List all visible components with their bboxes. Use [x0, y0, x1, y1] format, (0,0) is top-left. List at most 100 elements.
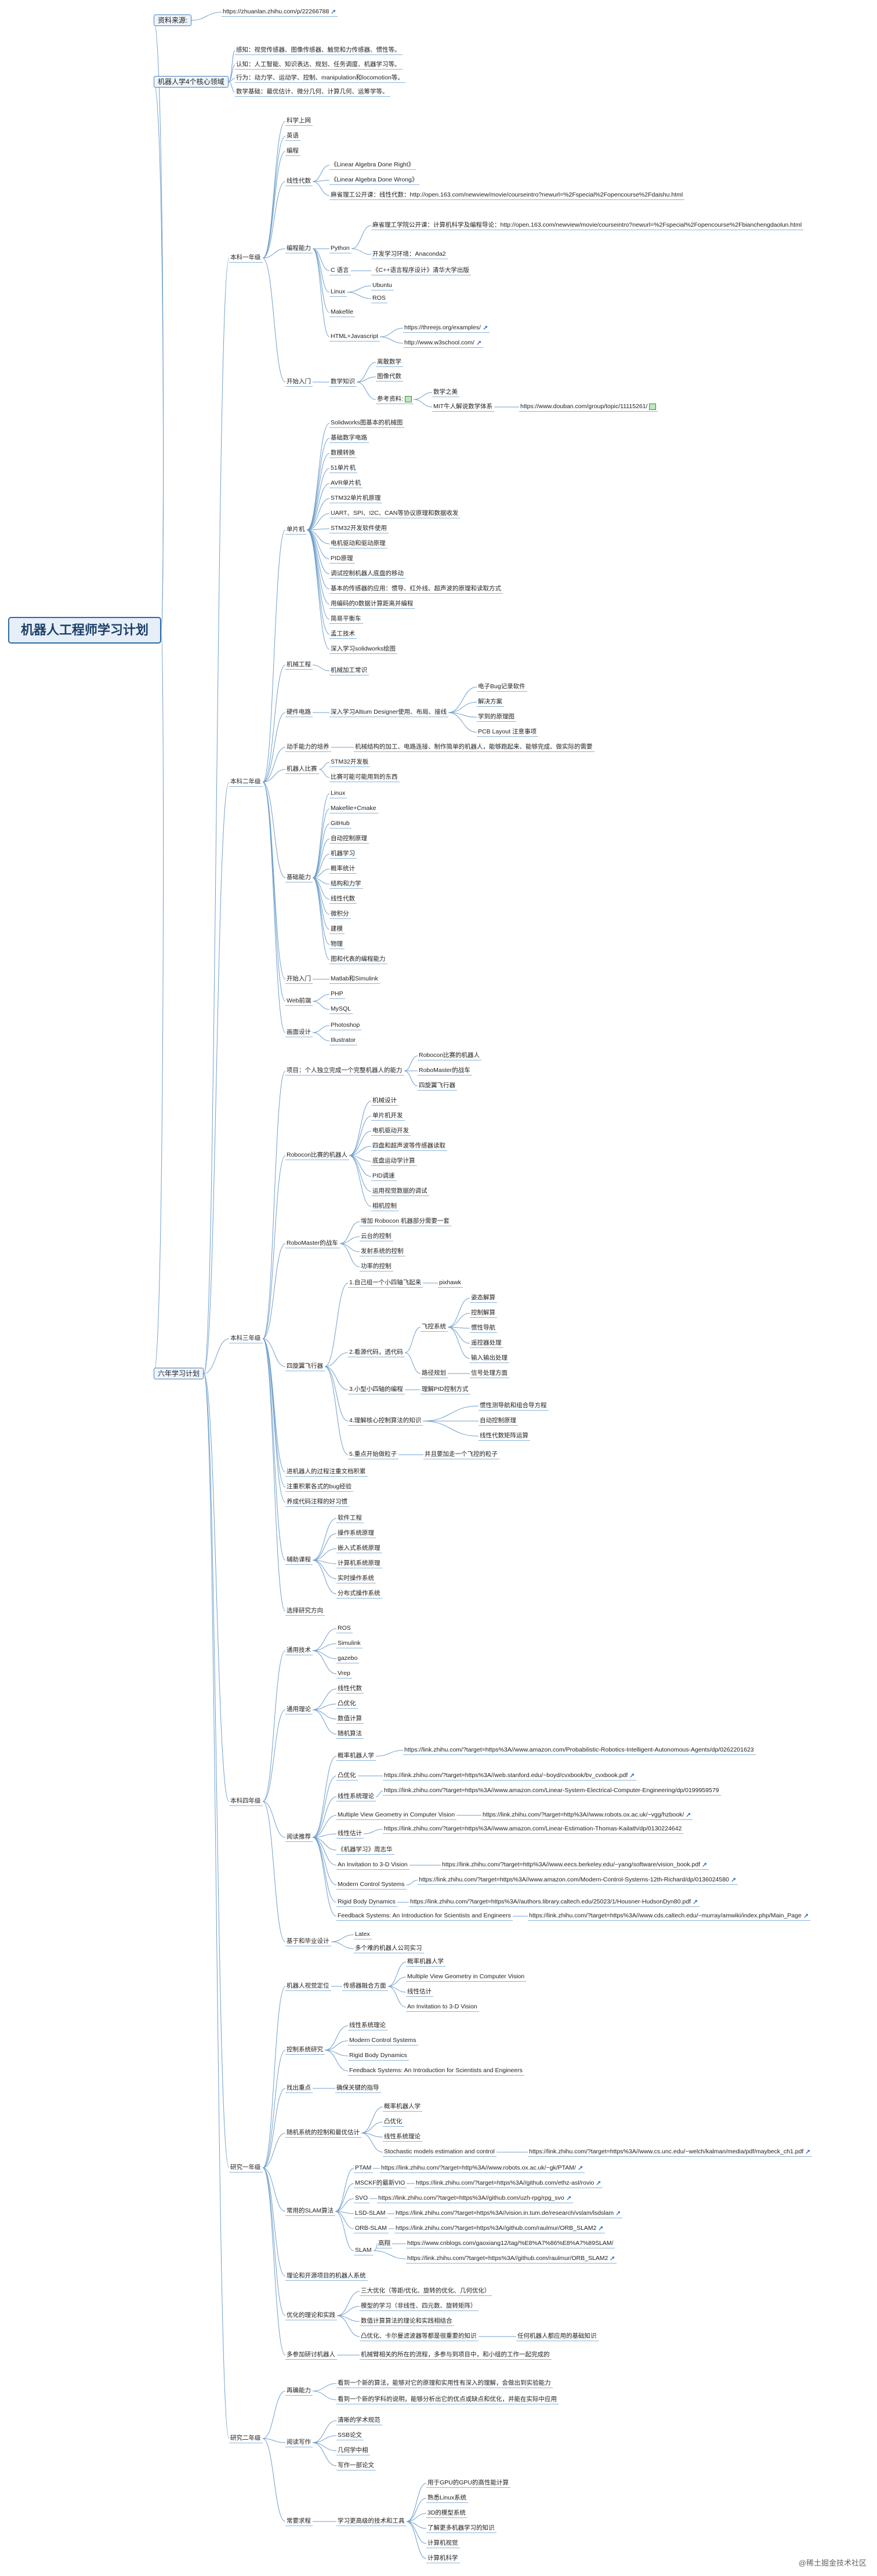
node-label: 画面设计 [287, 1029, 311, 1036]
edge-y2f-y2f1 [312, 793, 330, 878]
node-label: 遥控器处理 [471, 1339, 502, 1346]
node-y4c7a: https://link.zhihu.com/?target=http%3A//… [441, 1861, 709, 1870]
node-g2a1: 看到一个新的算法，能够对它的原理和实用性有深入的理解，会做出到实验能力 [336, 2379, 553, 2388]
node-g1: 研究一年级 [229, 2163, 263, 2172]
node-label: 编程能力 [287, 245, 311, 252]
node-y1e3: Linux [329, 288, 347, 297]
node-y2a3: 数模转换 [329, 449, 357, 458]
edge-n3-y1 [203, 257, 230, 1374]
edge-y2f-y2f2 [312, 808, 330, 878]
edge-g1e-g1e3 [335, 2198, 354, 2212]
link-icon[interactable] [331, 9, 336, 14]
link-icon[interactable] [702, 1862, 707, 1867]
node-y1f1c2: MIT牛人解说数学体系 [432, 402, 495, 412]
node-label: PCB Layout 注意事项 [478, 728, 537, 735]
node-label: 飞控系统 [422, 1323, 446, 1330]
node-y3d2b1: 信号处理方面 [470, 1369, 509, 1378]
node-label: RoboMaster的战车 [419, 1067, 470, 1074]
node-label: 项目：个人独立完成一个完整机器人的能力 [287, 1067, 403, 1074]
node-label: PTAM [355, 2164, 372, 2171]
node-y2f2: Makefile+Cmake [329, 804, 378, 813]
node-g1d4: Stochastic models estimation and control [383, 2148, 497, 2157]
node-y3b7: 运用视觉数据的调试 [371, 1187, 429, 1196]
node-y2h1: PHP [329, 990, 345, 999]
node-label: Illustrator [331, 1037, 356, 1044]
node-label: 通用技术 [287, 1647, 311, 1654]
node-y4d2: 多个难的机器人公司实习 [354, 1944, 424, 1953]
node-label: http://www.w3school.com/ [404, 339, 474, 346]
edge-y4b-y4b1 [312, 1688, 337, 1710]
edge-y4a-y4a3 [312, 1650, 337, 1659]
node-g1b: 控制系统研究 [285, 2045, 325, 2055]
edge-y2a-y2a13 [306, 529, 330, 605]
link-icon[interactable] [610, 2256, 615, 2261]
link-icon[interactable] [615, 2211, 621, 2216]
node-label: MSCKF的最新VIO [355, 2179, 405, 2186]
edge-g1g-g1g2 [336, 2306, 360, 2316]
node-label: 科学上网 [287, 117, 311, 124]
node-y2c: 硬件电路 [285, 708, 313, 717]
node-label: 概率机器人学 [407, 1958, 444, 1965]
link-icon[interactable] [629, 1773, 635, 1778]
node-label: 线性系统理论 [349, 2022, 386, 2029]
node-y4c10: Feedback Systems: An Introduction for Sc… [336, 1912, 513, 1921]
link-icon[interactable] [805, 2149, 810, 2154]
node-label: 麻省理工学院公开课：计算机科学及编程导论：http://open.163.com… [372, 221, 802, 228]
node-y1e2a: 《C++语言程序设计》清华大学出版 [371, 266, 471, 275]
edge-y1e3-y1e3b [346, 292, 372, 299]
node-y3a: 项目：个人独立完成一个完整机器人的能力 [285, 1066, 404, 1076]
edge-y3-y3d [262, 1338, 286, 1367]
node-y4c4a: https://link.zhihu.com/?target=http%3A//… [481, 1811, 693, 1820]
node-g2a2: 看到一个新的学科的说明，能够分析出它的优点或缺点和优化，并能在实际中应用 [336, 2395, 559, 2404]
link-icon[interactable] [598, 2226, 603, 2231]
edge-y4a-y4a4 [312, 1650, 337, 1674]
edge-g1a1-g1a1b [387, 1976, 407, 1987]
node-label: Stochastic models estimation and control [384, 2148, 495, 2155]
edge-y3c-y3c3 [339, 1243, 360, 1252]
edge-y3a-y3a3 [404, 1070, 418, 1087]
link-icon[interactable] [596, 2181, 601, 2186]
node-g1f: 理论和开源项目的机器人系统 [285, 2272, 368, 2281]
node-y4a: 通用技术 [285, 1646, 313, 1655]
node-label: 1.自己组一个小四轴飞起来 [349, 1279, 422, 1286]
link-icon[interactable] [476, 340, 481, 346]
node-label: https://link.zhihu.com/?target=http%3A//… [442, 1861, 701, 1868]
link-icon[interactable] [566, 2196, 571, 2201]
link-icon[interactable] [693, 1899, 698, 1905]
node-y1e1b: 开发学习环境：Anaconda2 [371, 250, 448, 259]
node-y1e4: Makefile [329, 308, 356, 317]
node-y3d2: 2.看源代码，透代码 [348, 1348, 405, 1357]
edge-y2-y2c [262, 712, 286, 783]
node-label: 《Linear Algebra Done Right》 [331, 161, 415, 168]
link-icon[interactable] [578, 2166, 583, 2171]
link-icon[interactable] [686, 1812, 691, 1818]
node-g1e3a: https://link.zhihu.com/?target=https%3A/… [377, 2194, 573, 2203]
edge-y1d-y1d1 [312, 165, 330, 182]
node-label: 认知：人工智能、知识表达、规划、任务调度、机器学习等。 [236, 61, 401, 68]
node-y1e5b: http://www.w3school.com/ [403, 339, 483, 348]
node-y1e3a: Ubuntu [371, 281, 394, 290]
node-y2a1: Solidworks图基本的机械图 [329, 419, 405, 428]
node-y1f1c: 参考资料: [376, 395, 414, 404]
node-g2: 研究二年级 [229, 2434, 263, 2443]
node-y3f: 注重积累各式的bug经验 [285, 1483, 354, 1492]
node-y2a6: STM32单片机原理 [329, 494, 383, 503]
node-label: 线性估计 [338, 1830, 362, 1837]
node-label: UART、SPI、I2C、CAN等协议原理和数据收发 [331, 510, 459, 517]
link-icon[interactable] [731, 1877, 736, 1883]
node-y2a2: 基础数字电路 [329, 434, 369, 443]
node-y3d2a3: 惯性导航 [470, 1324, 497, 1333]
node-label: https://link.zhihu.com/?target=https%3A/… [419, 1876, 729, 1883]
edge-y4-y4c [262, 1801, 286, 1838]
node-label: 发射系统的控制 [361, 1248, 404, 1255]
node-label: 《C++语言程序设计》清华大学出版 [372, 267, 469, 274]
edge-y3d-y3d3 [324, 1366, 349, 1390]
node-label: Rigid Body Dynamics [349, 2052, 407, 2059]
edge-y2a-y2a5 [306, 483, 330, 531]
node-y3b1: 机械设计 [371, 1096, 398, 1106]
node-y3c2: 云台的控制 [360, 1232, 393, 1241]
link-icon[interactable] [483, 325, 488, 330]
edge-y3-y3h [262, 1338, 286, 1561]
link-icon[interactable] [803, 1913, 809, 1919]
